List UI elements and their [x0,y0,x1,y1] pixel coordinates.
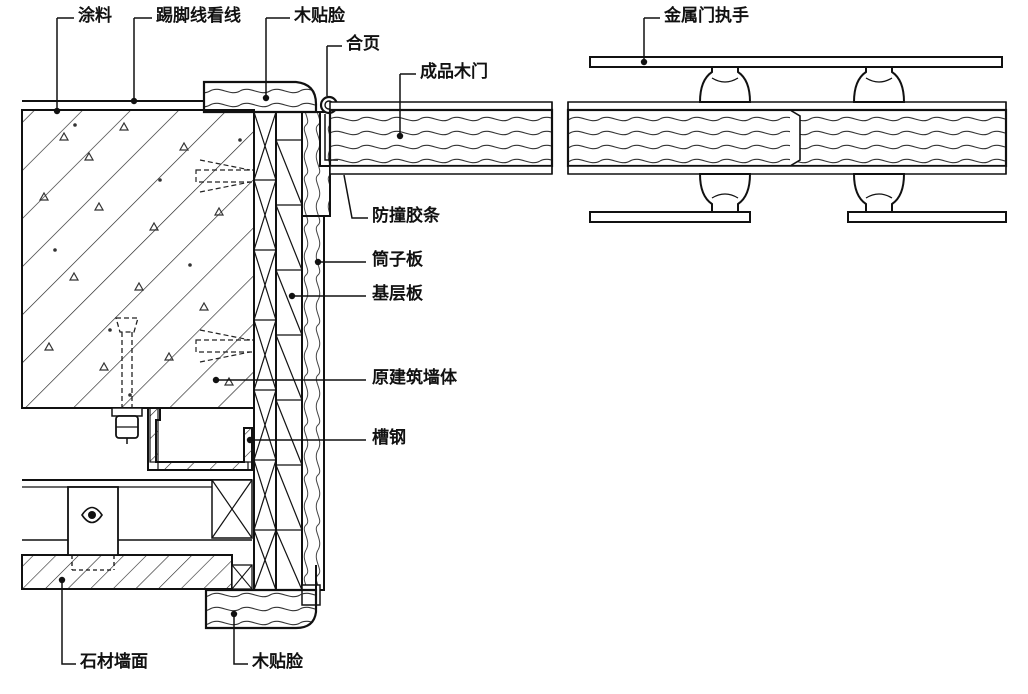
label-metal-handle: 金属门执手 [664,6,749,26]
door-leaf-right [566,101,1008,175]
label-finished-door: 成品木门 [420,62,488,82]
label-original-wall: 原建筑墙体 [372,368,457,388]
label-skirting-line: 踢脚线看线 [156,6,241,26]
anchor-bolt-upper [195,159,263,193]
leader-lines [56,17,660,665]
label-stone-wall: 石材墙面 [80,652,148,672]
anchor-bolt-lower [195,329,263,363]
anchor-bolt-vertical [115,317,139,408]
stone-wall-assembly [21,479,253,590]
label-channel-steel: 槽钢 [372,428,406,448]
base-board-frame [253,111,303,591]
original-wall-shape [21,109,255,409]
door-leaf-left [328,101,554,175]
label-hinge: 合页 [346,34,380,54]
label-base-board: 基层板 [372,284,423,304]
metal-handle-shape [589,56,1007,223]
label-wood-trim-bottom: 木贴脸 [252,652,303,672]
bolt-nut [111,407,143,444]
label-jamb-board: 筒子板 [372,250,423,270]
label-coating: 涂料 [78,6,112,26]
leader-dots [53,58,648,618]
channel-steel-shape [147,407,255,471]
wood-trim-upper-shape [202,80,318,114]
label-wood-trim-top: 木贴脸 [294,6,345,26]
label-bumper-strip: 防撞胶条 [372,206,440,226]
jamb-board-shape [301,111,331,606]
